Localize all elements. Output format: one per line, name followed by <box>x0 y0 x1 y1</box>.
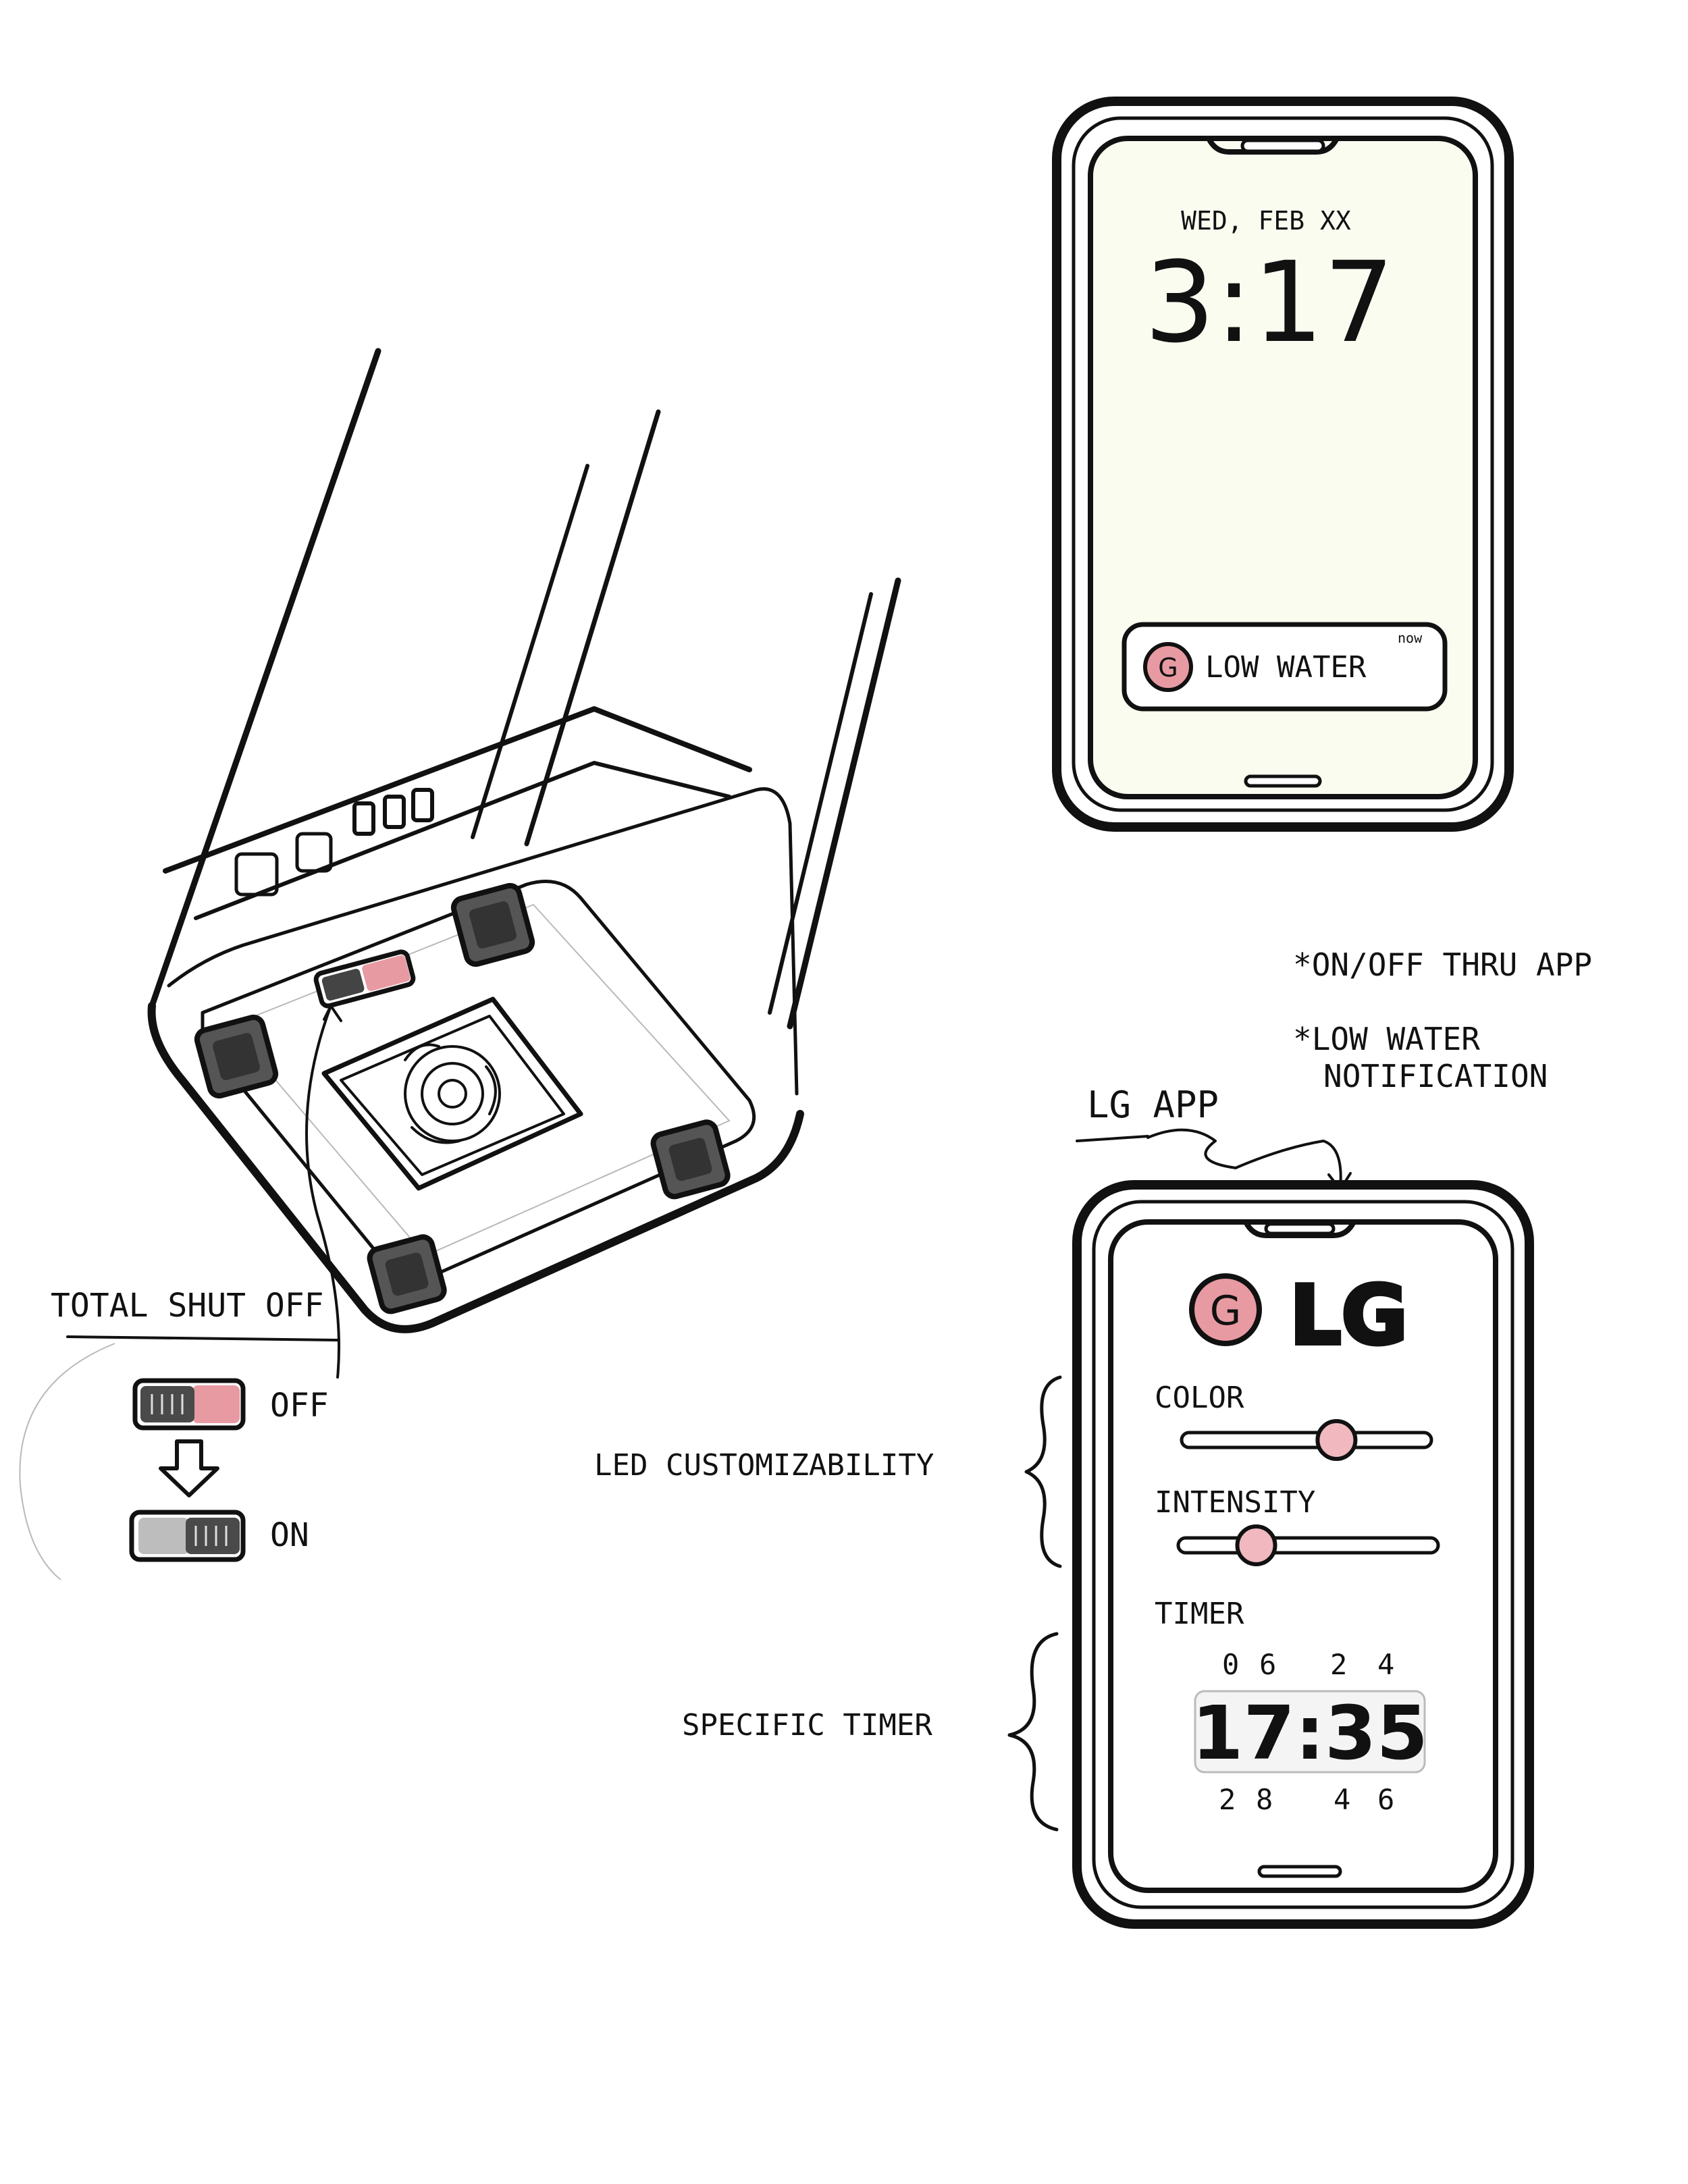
humidifier-device <box>147 348 901 1379</box>
timer-digit-above: 4 <box>1377 1648 1394 1681</box>
low-water-notification[interactable]: G LOW WATER now <box>1122 622 1448 712</box>
intensity-label: INTENSITY <box>1155 1485 1315 1520</box>
color-slider-track <box>1180 1431 1433 1449</box>
intensity-slider-knob[interactable] <box>1235 1524 1277 1566</box>
fan-grille-icon <box>321 996 583 1191</box>
notification-text: LOW WATER <box>1205 650 1367 685</box>
svg-text:G: G <box>1210 1287 1242 1335</box>
switch-on-state[interactable] <box>129 1510 246 1562</box>
off-label: OFF <box>270 1387 329 1424</box>
timer-digit-below: 6 <box>1377 1783 1394 1816</box>
specific-timer-label: SPECIFIC TIMER <box>682 1708 932 1742</box>
lock-screen-phone: WED, FEB XX 3:17 G LOW WATER now <box>1052 97 1514 832</box>
shutoff-label: TOTAL SHUT OFF <box>51 1287 324 1325</box>
timer-brace-icon <box>1007 1632 1059 1832</box>
timer-digit-above: 0 <box>1222 1648 1239 1681</box>
notification-time: now <box>1398 630 1423 646</box>
intensity-slider[interactable] <box>1176 1524 1440 1566</box>
down-arrow-icon <box>159 1439 219 1497</box>
led-customizability-label: LED CUSTOMIZABILITY <box>594 1448 934 1483</box>
timer-digit-above: 6 <box>1259 1648 1276 1681</box>
note-notification: NOTIFICATION <box>1323 1058 1548 1094</box>
timer-digit-below: 4 <box>1334 1783 1350 1816</box>
lock-date: WED, FEB XX <box>1181 206 1351 236</box>
foot-icon <box>367 1234 447 1314</box>
lg-face-icon <box>1189 1273 1262 1346</box>
color-slider-knob[interactable] <box>1315 1419 1358 1461</box>
timer-picker[interactable]: 0 6 2 4 17:35 2 8 4 6 <box>1192 1648 1428 1816</box>
device-power-switch[interactable] <box>313 949 416 1009</box>
timer-digit-below: 8 <box>1256 1783 1273 1816</box>
foot-icon <box>650 1119 731 1200</box>
intensity-slider-track <box>1176 1536 1440 1555</box>
on-label: ON <box>270 1516 309 1554</box>
timer-digit-above: 2 <box>1330 1648 1347 1681</box>
color-slider[interactable] <box>1180 1419 1433 1461</box>
note-app-toggle: *ON/OFF THRU APP <box>1293 947 1592 983</box>
color-label: COLOR <box>1155 1381 1244 1415</box>
lg-logo: G LG <box>1189 1267 1410 1365</box>
app-logo-text: LG <box>1290 1269 1408 1363</box>
timer-label: TIMER <box>1155 1597 1244 1631</box>
lg-logo-icon <box>1143 642 1193 692</box>
timer-digit-below: 2 <box>1219 1783 1236 1816</box>
switch-off-state[interactable] <box>132 1378 246 1431</box>
app-callout-label: LG APP <box>1087 1084 1219 1126</box>
led-brace-icon <box>1024 1375 1062 1568</box>
note-low-water: *LOW WATER <box>1293 1021 1480 1057</box>
timer-value: 17:35 <box>1192 1690 1428 1776</box>
foot-icon <box>194 1014 279 1099</box>
foot-icon <box>450 882 535 967</box>
app-phone: G LG COLOR INTENSITY TIMER 0 6 2 4 17:35… <box>1072 1180 1534 1929</box>
lock-time: 3:17 <box>1144 238 1395 367</box>
svg-text:G: G <box>1158 653 1178 683</box>
